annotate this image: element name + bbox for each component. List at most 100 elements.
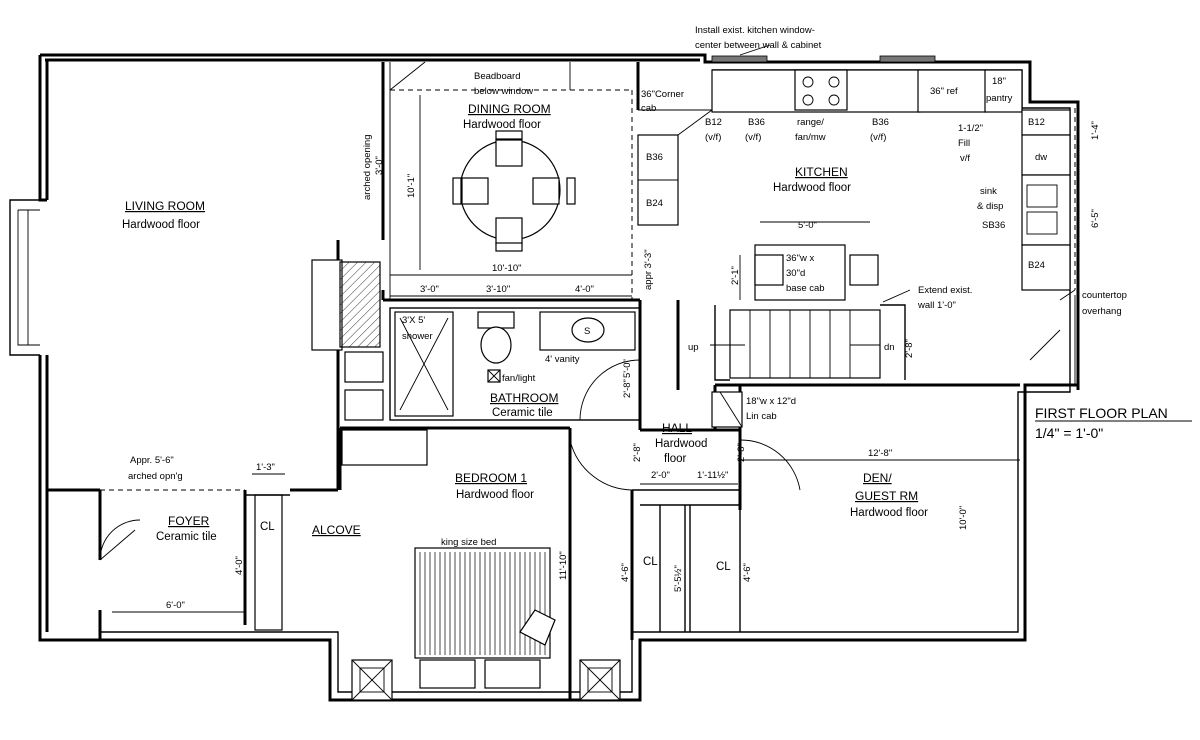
king-bed-label: king size bed: [441, 537, 496, 548]
lin-cab-label-1: 18"w x 12"d: [746, 396, 796, 407]
kitchen-window-right: [879, 55, 936, 63]
b24-right-label: B24: [1028, 260, 1045, 271]
stair-up-label: up: [688, 342, 699, 353]
kitchen-name: KITCHEN: [795, 165, 848, 179]
dining-room: [389, 61, 633, 300]
plan-title: FIRST FLOOR PLAN: [1035, 405, 1168, 421]
b36-right-label: B36: [872, 117, 889, 128]
dim-appr-3-3: appr 3'-3": [643, 249, 654, 290]
fill-note-1: 1-1/2": [958, 123, 983, 134]
b36-left-sub: (v/f): [745, 132, 761, 143]
dim-dining-height: 10'-1": [406, 174, 417, 198]
fill-note-2: Fill: [958, 138, 970, 149]
foyer-floor: Ceramic tile: [156, 531, 217, 543]
dim-3-10: 3'-10": [486, 284, 510, 295]
sink-label-3: SB36: [982, 220, 1005, 231]
b24-wall-label: B24: [646, 198, 663, 209]
dining-room-name: DINING ROOM: [468, 102, 551, 116]
kitchen-window-note-1: Install exist. kitchen window-: [695, 25, 815, 36]
living-bay-window: [9, 199, 40, 356]
dim-cl-4-6-left: 4'-6": [620, 563, 631, 582]
den-floor: Hardwood floor: [850, 507, 928, 519]
dim-3-0: 3'-0": [420, 284, 439, 295]
stair-down-label: dn: [884, 342, 895, 353]
sink-label-2: & disp: [977, 201, 1003, 212]
closet-label-foyer: CL: [260, 521, 275, 533]
hall-floor-2: floor: [664, 453, 687, 465]
b12-right-label: B12: [1028, 117, 1045, 128]
corner-cab-note-2: cab: [641, 103, 656, 114]
kitchen-window-left: [711, 55, 768, 63]
b36-left-label: B36: [748, 117, 765, 128]
interior-walls: [47, 62, 1020, 700]
kitchen-cabinets: [638, 69, 1076, 381]
dim-island-side: 2'-1": [730, 266, 741, 285]
dim-foyer-6-0: 6'-0": [166, 600, 185, 611]
arch-opening-note-1: Appr. 5'-6": [130, 455, 174, 466]
beadboard-note-1: Beadboard: [474, 71, 520, 82]
plan-scale: 1/4" = 1'-0": [1035, 425, 1103, 441]
lin-cab-label-2: Lin cab: [746, 411, 777, 422]
kitchen-window-note-2: center between wall & cabinet: [695, 40, 822, 51]
shower-label-2: shower: [402, 331, 433, 342]
dim-foyer-1-3: 1'-3": [256, 462, 275, 473]
dim-kitchen-right-2: 6'-5": [1090, 209, 1101, 228]
dim-kitchen-right-1: 1'-4": [1090, 121, 1101, 140]
countertop-note-2: overhang: [1082, 306, 1122, 317]
bedroom-bed: [341, 429, 621, 701]
arch-opening-note-2: arched opn'g: [128, 471, 183, 482]
b12-left-sub: (v/f): [705, 132, 721, 143]
b12-left-label: B12: [705, 117, 722, 128]
foyer-name: FOYER: [168, 514, 210, 528]
closet-label-right: CL: [716, 561, 731, 573]
dim-4-0: 4'-0": [575, 284, 594, 295]
arched-opening-note-1: arched opening: [362, 135, 373, 201]
dim-den-width: 12'-8": [868, 448, 892, 459]
beadboard-note-2: below window: [474, 86, 533, 97]
bathroom-floor: Ceramic tile: [492, 407, 553, 419]
range-label-2: fan/mw: [795, 132, 826, 143]
island-label-2: 30"d: [786, 268, 805, 279]
corner-cab-note-1: 36"Corner: [641, 89, 684, 100]
dim-bath-2-8: 2'-8": [622, 379, 633, 398]
extend-wall-note-1: Extend exist.: [918, 285, 972, 296]
bedroom-floor: Hardwood floor: [456, 489, 534, 501]
ref-label: 36" ref: [930, 86, 958, 97]
bathroom-name: BATHROOM: [490, 391, 558, 405]
pantry-label-2: pantry: [986, 93, 1013, 104]
dim-island-width: 5'-0": [798, 220, 817, 231]
hall-name: HALL: [662, 421, 692, 435]
dim-cl-4-6-right: 4'-6": [742, 563, 753, 582]
dim-foyer-4-0: 4'-0": [234, 556, 245, 575]
fan-light-label: fan/light: [502, 373, 536, 384]
hall-floor-1: Hardwood: [655, 438, 707, 450]
dim-hall-2-8-right: 2'-8": [736, 443, 747, 462]
dim-bath-5-0: 5'-0": [622, 359, 633, 378]
dining-room-floor: Hardwood floor: [463, 119, 541, 131]
exterior-walls: [38, 53, 1080, 702]
island-label-1: 36"w x: [786, 253, 814, 264]
countertop-note-1: countertop: [1082, 290, 1127, 301]
sink-label-1: sink: [980, 186, 997, 197]
island-label-3: base cab: [786, 283, 825, 294]
alcove-name: ALCOVE: [312, 523, 361, 537]
den-name-2: GUEST RM: [855, 489, 918, 503]
extend-wall-note-2: wall 1'-0": [917, 300, 956, 311]
dim-hall-1-11: 1'-11½": [697, 470, 728, 481]
bedroom-name: BEDROOM 1: [455, 471, 527, 485]
fill-note-3: v/f: [960, 153, 970, 164]
dim-stair-side: 2'-8": [904, 339, 915, 358]
living-room-name: LIVING ROOM: [125, 199, 205, 213]
b36-right-sub: (v/f): [870, 132, 886, 143]
shower-label-1: 3'X 5': [402, 315, 425, 326]
linen-cabinet: [711, 391, 743, 428]
b36-wall-label: B36: [646, 152, 663, 163]
range-label-1: range/: [797, 117, 824, 128]
pantry-label-1: 18": [992, 76, 1006, 87]
closet-label-left: CL: [643, 556, 658, 568]
dim-den-height: 10'-0": [958, 506, 969, 530]
living-room-floor: Hardwood floor: [122, 219, 200, 231]
dim-hall-2-0: 2'-0": [651, 470, 670, 481]
dim-bed-height: 11'-10": [558, 551, 569, 580]
